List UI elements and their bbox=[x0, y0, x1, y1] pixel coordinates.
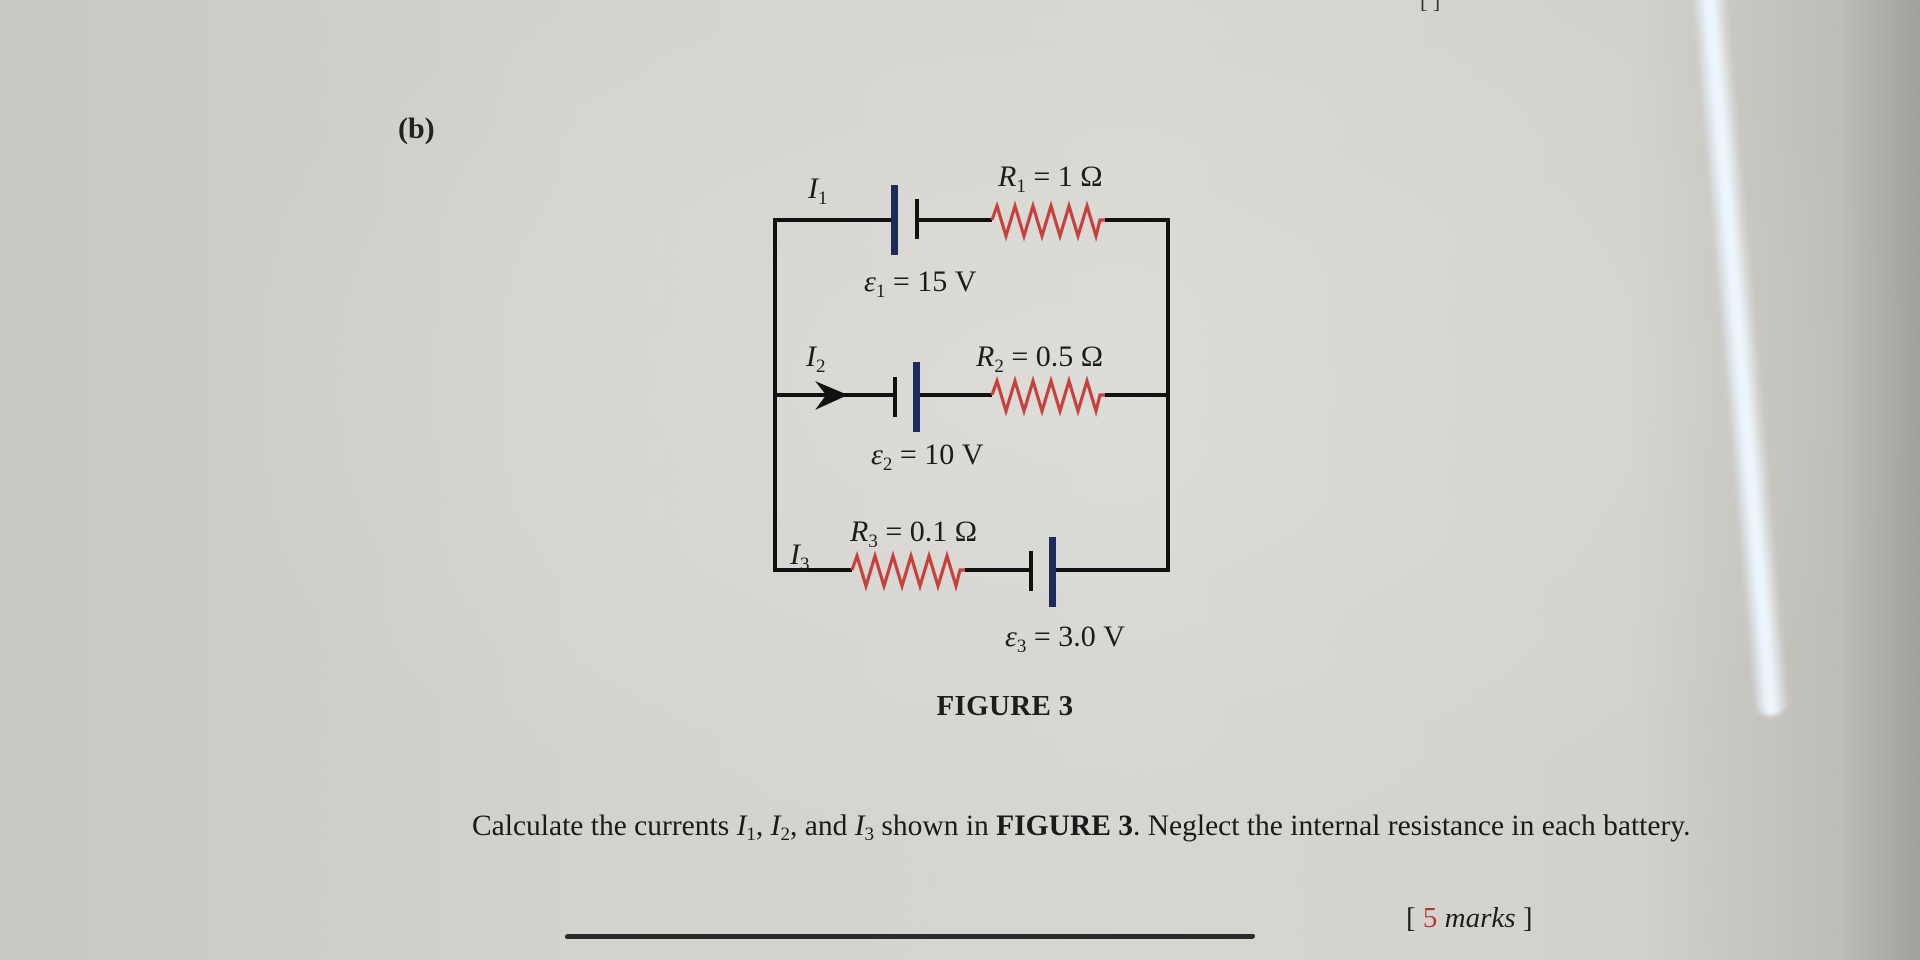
question-part-label: (b) bbox=[398, 112, 435, 145]
battery-3-short-plate bbox=[1029, 551, 1033, 591]
circuit-wires bbox=[773, 218, 1170, 572]
resistor-2-icon bbox=[990, 375, 1105, 418]
battery-2 bbox=[893, 362, 920, 432]
current-label-i1: I1 bbox=[808, 172, 828, 209]
battery-2-short-plate bbox=[893, 377, 897, 417]
resistor-label-r1: R1 = 1 Ω bbox=[998, 160, 1103, 197]
question-text: Calculate the currents I1, I2, and I3 sh… bbox=[472, 810, 1691, 845]
battery-1-short-plate bbox=[915, 199, 919, 239]
current-arrow-icon bbox=[815, 381, 848, 410]
section-divider-line bbox=[564, 934, 1256, 939]
marks-allocation: [ 5 marks ] bbox=[1406, 902, 1533, 934]
emf-label-e2: ε2 = 10 V bbox=[871, 438, 984, 475]
resistor-3-icon bbox=[850, 550, 965, 593]
marks-count: 5 bbox=[1422, 902, 1438, 934]
resistor-1-icon bbox=[990, 200, 1105, 243]
emf-label-e1: ε1 = 15 V bbox=[864, 265, 977, 302]
battery-1-long-plate bbox=[891, 185, 898, 255]
previous-marks-bracket: [ ] bbox=[1420, 0, 1441, 13]
resistor-label-r2: R2 = 0.5 Ω bbox=[976, 340, 1104, 377]
figure-reference: FIGURE 3 bbox=[996, 810, 1133, 842]
current-label-i3: I3 bbox=[790, 538, 810, 575]
battery-3-long-plate bbox=[1049, 537, 1056, 607]
battery-2-long-plate bbox=[913, 362, 920, 432]
page-edge-shadow bbox=[1840, 0, 1920, 960]
battery-3 bbox=[1029, 537, 1056, 607]
emf-label-e3: ε3 = 3.0 V bbox=[1005, 620, 1125, 657]
figure-caption: FIGURE 3 bbox=[936, 690, 1074, 722]
battery-1 bbox=[891, 185, 919, 255]
resistor-label-r3: R3 = 0.1 Ω bbox=[850, 515, 978, 552]
current-label-i2: I2 bbox=[806, 340, 826, 377]
